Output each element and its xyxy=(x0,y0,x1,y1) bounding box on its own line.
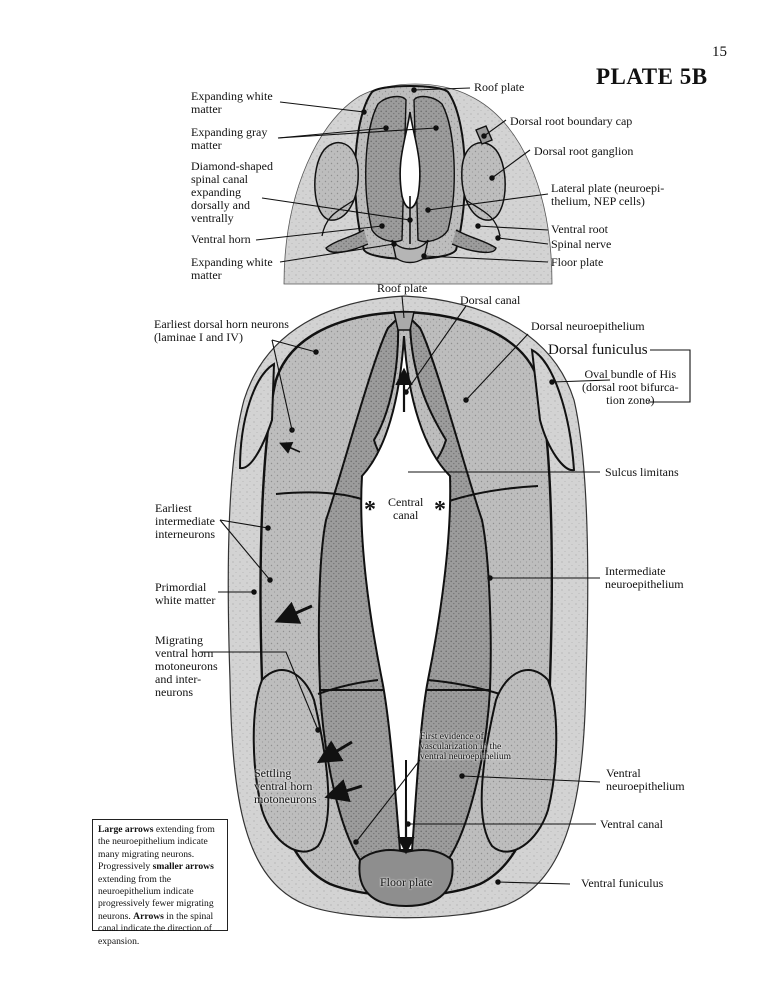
label-earliest-dorsal-horn: Earliest dorsal horn neurons (laminae I … xyxy=(154,317,289,344)
label-ventral-neuroepithelium: Ventral neuroepithelium xyxy=(606,766,685,793)
bottom-roof-plate xyxy=(393,311,415,331)
legend-large-text: extending from the neuroepithelium indic… xyxy=(98,824,215,873)
label-lateral-plate: Lateral plate (neuroepi- thelium, NEP ce… xyxy=(551,181,665,208)
label-sulcus-limitans: Sulcus limitans xyxy=(605,465,679,479)
legend-smaller-arrows: smaller arrows xyxy=(152,861,214,873)
label-settling-motoneurons: Settling ventral horn motoneurons xyxy=(254,766,317,806)
top-gray-right xyxy=(413,95,455,243)
label-dorsal-canal: Dorsal canal xyxy=(460,293,521,307)
bottom-oval-bundle-left xyxy=(238,362,276,470)
bottom-ventral-horn-left xyxy=(252,669,330,853)
label-migrating-ventral: Migrating ventral horn motoneurons and i… xyxy=(155,633,218,699)
label-ventral-root: Ventral root xyxy=(551,222,608,236)
legend-arrows-text: in the spinal canal indicate the directi… xyxy=(98,910,214,947)
label-dorsal-funiculus: Dorsal funiculus xyxy=(548,342,648,358)
label-spinal-nerve: Spinal nerve xyxy=(551,237,612,251)
label-ventral-canal: Ventral canal xyxy=(600,817,663,831)
top-leader-lines xyxy=(255,87,549,263)
plate-title: PLATE 5B xyxy=(596,64,708,89)
label-ventral-funiculus: Ventral funiculus xyxy=(581,876,664,890)
label-floor-plate-top: Floor plate xyxy=(551,255,604,269)
label-central-canal: Central canal xyxy=(388,495,424,522)
label-dorsal-root-ganglion: Dorsal root ganglion xyxy=(534,144,634,158)
label-expanding-white-matter-2: Expanding white matter xyxy=(191,255,273,282)
label-primordial-white-matter: Primordial white matter xyxy=(155,580,216,607)
label-dorsal-neuroepithelium: Dorsal neuroepithelium xyxy=(531,319,645,333)
page-number: 15 xyxy=(712,44,727,60)
bottom-oval-bundle-right xyxy=(530,348,576,472)
top-nerve-left xyxy=(325,229,369,254)
legend-box: Large arrows extending from the neuroepi… xyxy=(92,819,228,947)
label-oval-bundle: Oval bundle of His (dorsal root bifurca-… xyxy=(582,367,679,407)
bottom-leader-lines xyxy=(200,295,691,885)
top-nerve-right xyxy=(451,229,497,254)
label-dorsal-root-boundary-cap: Dorsal root boundary cap xyxy=(510,114,633,128)
label-roof-plate-top: Roof plate xyxy=(474,80,525,94)
legend-large-arrows: Large arrows xyxy=(98,824,154,835)
label-roof-plate-bottom: Roof plate xyxy=(377,281,428,295)
label-expanding-gray-matter: Expanding gray matter xyxy=(191,125,268,152)
label-ventral-horn: Ventral horn xyxy=(191,232,251,246)
label-expanding-white-matter: Expanding white matter xyxy=(191,89,273,116)
bottom-floor-plate xyxy=(358,849,454,908)
sulcus-asterisk-left: * xyxy=(364,497,376,523)
bottom-section-cord xyxy=(227,295,589,919)
legend-smaller-text: extending from the neuroepithelium indic… xyxy=(98,873,214,922)
sulcus-asterisk-right: * xyxy=(434,497,446,523)
bottom-ventral-horn-right xyxy=(480,669,558,853)
label-floor-plate-bottom: Floor plate xyxy=(380,875,433,889)
label-earliest-intermediate: Earliest intermediate interneurons xyxy=(155,501,215,541)
label-first-evidence-vascularization: First evidence of vascularization in the… xyxy=(420,732,512,762)
top-gray-left xyxy=(365,95,407,243)
top-drg-left xyxy=(314,141,359,221)
label-intermediate-neuroepithelium: Intermediate neuroepithelium xyxy=(605,564,684,591)
legend-arrows: Arrows xyxy=(133,910,164,922)
label-diamond-canal: Diamond-shaped spinal canal expanding do… xyxy=(191,159,273,225)
